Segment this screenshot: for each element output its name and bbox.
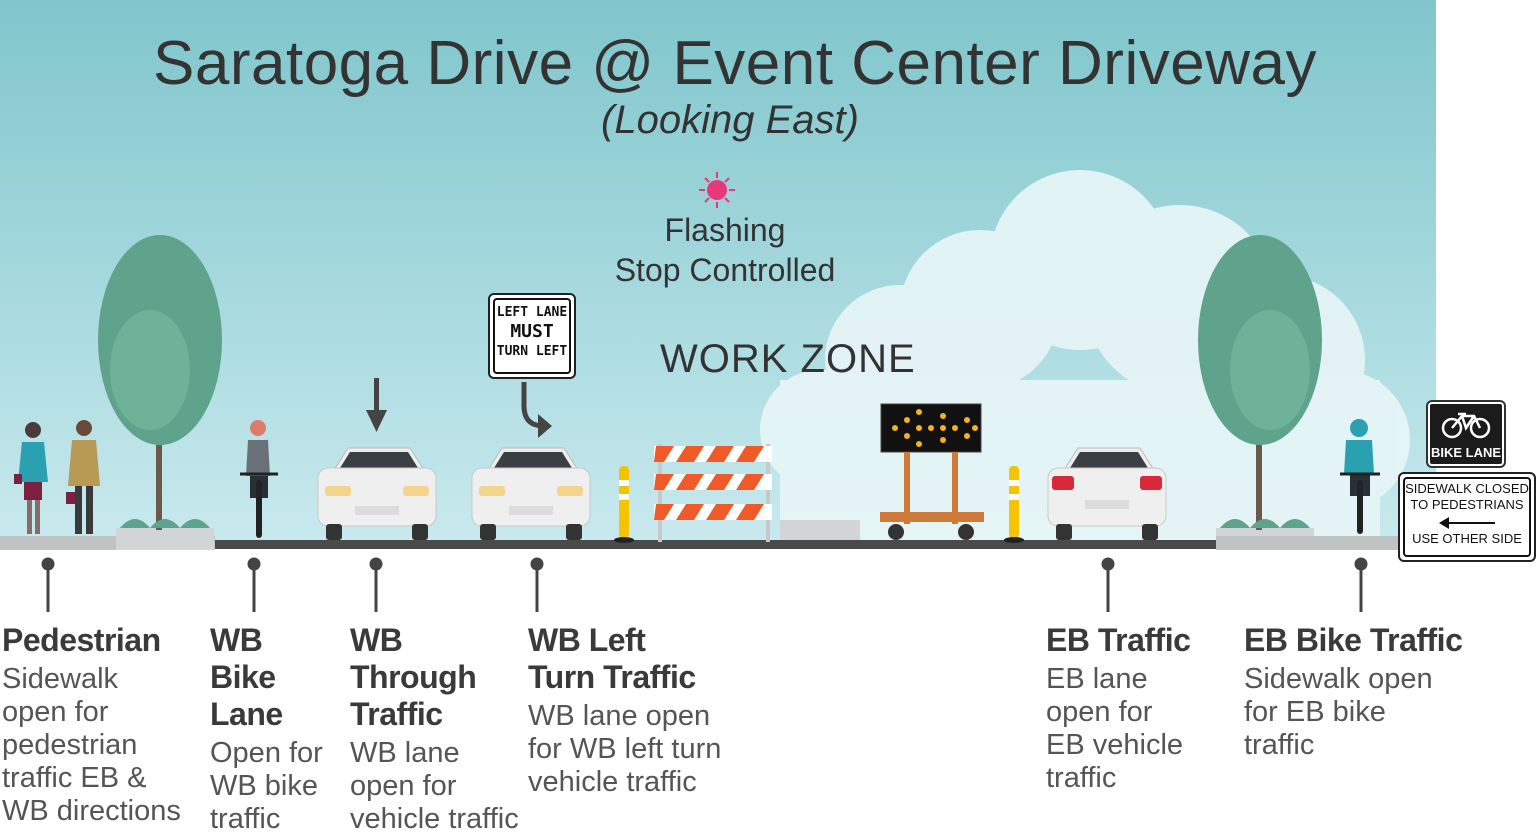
cyclist-icon [1340, 419, 1380, 534]
lane-heading: Lane [210, 696, 283, 732]
lane-heading: Bike [210, 659, 276, 695]
right-sidewalk [1216, 536, 1436, 550]
left-arrow-icon [1439, 517, 1495, 529]
down-arrow-icon [366, 378, 387, 432]
sign-line: TURN LEFT [496, 344, 568, 359]
page-title: Saratoga Drive @ Event Center Driveway [153, 29, 1317, 98]
tree-icon [1198, 235, 1322, 530]
lane-description: pedestrian [2, 729, 138, 761]
lane-description: for WB left turn [528, 733, 722, 765]
sign-line: USE OTHER SIDE [1412, 531, 1522, 546]
turn-arrow-head [538, 414, 552, 438]
lane-description: traffic EB & [2, 762, 147, 794]
car-icon [317, 447, 437, 540]
delineator-post-icon [614, 466, 634, 543]
lane-description: open for [1046, 696, 1153, 728]
bike-lane-sign-text: BIKE LANE [1430, 445, 1502, 460]
car-icon [1047, 447, 1167, 540]
lane-description: vehicle traffic [528, 766, 697, 798]
lane-description: traffic [1046, 762, 1117, 794]
tree-icon [98, 235, 222, 530]
median-block [780, 520, 860, 540]
lane-heading: Pedestrian [2, 622, 161, 658]
lane-heading: Through [350, 659, 477, 695]
lane-label-eb-bike: EB Bike Traffic Sidewalk open for EB bik… [1244, 622, 1514, 762]
pedestrian-icon [14, 422, 48, 534]
bike-lane-sign: BIKE LANE [1428, 402, 1504, 466]
lane-label-wb-bike: WB Bike Lane Open for WB bike traffic [210, 622, 345, 836]
lane-description: open for [350, 770, 457, 802]
lane-label-wb-left-turn: WB Left Turn Traffic WB lane open for WB… [528, 622, 758, 799]
bicycle-icon [1441, 412, 1491, 439]
flashing-stop-label: Flashing Stop Controlled [560, 210, 890, 290]
lane-description: vehicle traffic [350, 803, 519, 835]
lane-label-wb-through: WB Through Traffic WB lane open for vehi… [350, 622, 530, 836]
sidewalk-closed-sign: SIDEWALK CLOSED TO PEDESTRIANS USE OTHER… [1398, 472, 1536, 562]
lane-heading: EB Traffic [1046, 622, 1191, 658]
cyclist-icon [240, 420, 278, 538]
sign-line: SIDEWALK CLOSED [1405, 481, 1529, 496]
left-planter [116, 528, 214, 550]
lane-description: Sidewalk open [1244, 663, 1433, 695]
lane-heading: WB [210, 622, 263, 658]
lane-description: WB directions [2, 795, 181, 827]
lane-description: open for [2, 696, 109, 728]
lane-description: EB lane [1046, 663, 1148, 695]
lane-description: Open for [210, 737, 323, 769]
lane-description: for EB bike [1244, 696, 1386, 728]
delineator-post-icon [1004, 466, 1024, 543]
pedestrian-icon [66, 420, 100, 534]
lane-heading: WB Left [528, 622, 646, 658]
arrow-board-icon [880, 403, 984, 540]
lane-description: WB bike [210, 770, 318, 802]
lane-description: traffic [1244, 729, 1315, 761]
flashing-label-line: Stop Controlled [614, 252, 836, 288]
lane-description: Sidewalk [2, 663, 119, 695]
barricade-icon [654, 444, 772, 542]
lane-description: traffic [210, 803, 281, 835]
lane-label-pedestrian: Pedestrian Sidewalk open for pedestrian … [2, 622, 202, 828]
pointer-lines [41, 557, 1368, 612]
flashing-label-line: Flashing [664, 212, 786, 248]
lane-label-eb-traffic: EB Traffic EB lane open for EB vehicle t… [1046, 622, 1226, 795]
sign-line: LEFT LANE [496, 305, 568, 320]
lane-heading: WB [350, 622, 403, 658]
flashing-beacon-icon [699, 172, 735, 208]
sign-line: MUST [510, 321, 554, 342]
lane-heading: Turn Traffic [528, 659, 696, 695]
work-zone-label: WORK ZONE [660, 337, 916, 381]
car-icon [471, 447, 591, 540]
lane-description: WB lane open [528, 700, 711, 732]
lane-description: WB lane [350, 737, 460, 769]
sign-line: TO PEDESTRIANS [1410, 497, 1524, 512]
page-subtitle: (Looking East) [601, 98, 859, 142]
left-lane-must-turn-left-sign: LEFT LANE MUST TURN LEFT [488, 293, 576, 379]
lane-description: EB vehicle [1046, 729, 1184, 761]
lane-heading: Traffic [350, 696, 443, 732]
lane-heading: EB Bike Traffic [1244, 622, 1463, 658]
road-surface [215, 540, 1220, 549]
